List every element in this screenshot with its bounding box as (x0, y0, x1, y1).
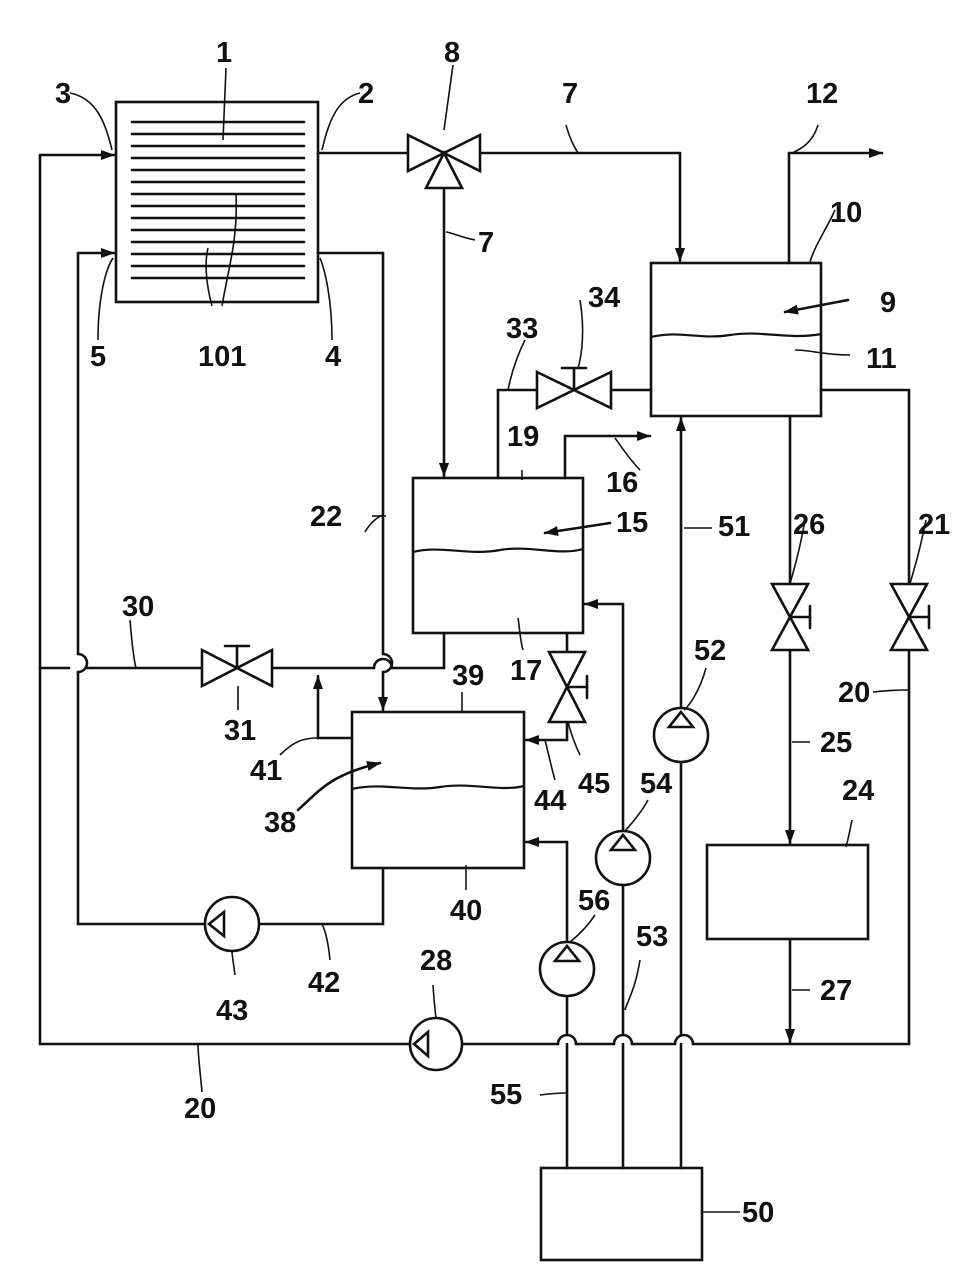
label-53: 53 (636, 921, 668, 953)
label-2: 2 (358, 78, 374, 110)
label-50: 50 (742, 1197, 774, 1229)
label-9: 9 (880, 287, 896, 319)
label-40: 40 (450, 895, 482, 927)
label-7-top: 7 (562, 78, 578, 110)
heat-exchanger (116, 102, 318, 302)
label-54: 54 (640, 768, 672, 800)
label-30: 30 (122, 591, 154, 623)
label-11: 11 (866, 343, 897, 375)
label-45: 45 (578, 768, 610, 800)
label-1: 1 (216, 37, 232, 69)
label-16: 16 (606, 467, 638, 499)
three-way-valve (408, 135, 480, 188)
label-22: 22 (310, 501, 342, 533)
label-34: 34 (588, 282, 620, 314)
label-42: 42 (308, 967, 340, 999)
label-21: 21 (918, 509, 950, 541)
tank-15 (413, 478, 583, 633)
label-56: 56 (578, 885, 610, 917)
valve-34 (537, 368, 611, 408)
label-24: 24 (842, 775, 874, 807)
label-41: 41 (250, 755, 282, 787)
label-8: 8 (444, 37, 460, 69)
label-12: 12 (806, 78, 838, 110)
label-28: 28 (420, 945, 452, 977)
label-4: 4 (325, 341, 341, 373)
label-44: 44 (534, 785, 566, 817)
label-43: 43 (216, 995, 248, 1027)
label-51: 51 (718, 511, 750, 543)
label-7-mid: 7 (478, 227, 494, 259)
valve-45 (549, 652, 587, 722)
valve-31 (202, 646, 272, 686)
unit-24 (707, 845, 868, 939)
label-19: 19 (507, 421, 539, 453)
pump-56 (540, 942, 594, 996)
valve-26 (772, 584, 810, 650)
supply-unit-50 (541, 1168, 702, 1260)
tank-9 (651, 263, 821, 416)
tank-38 (352, 712, 524, 868)
pump-43 (205, 897, 259, 951)
label-20-right: 20 (838, 677, 870, 709)
label-20-bottom: 20 (184, 1093, 216, 1125)
label-5: 5 (90, 341, 106, 373)
label-101: 101 (198, 341, 246, 373)
valve-21 (891, 584, 929, 650)
label-15: 15 (616, 507, 648, 539)
pump-52 (654, 708, 708, 762)
label-25: 25 (820, 727, 852, 759)
label-33: 33 (506, 313, 538, 345)
label-52: 52 (694, 635, 726, 667)
pump-28 (410, 1018, 462, 1070)
label-17: 17 (510, 655, 542, 687)
label-3: 3 (55, 78, 71, 110)
label-38: 38 (264, 807, 296, 839)
label-26: 26 (793, 509, 825, 541)
label-39: 39 (452, 660, 484, 692)
label-55: 55 (490, 1079, 522, 1111)
pump-54 (596, 831, 650, 885)
label-27: 27 (820, 975, 852, 1007)
label-10: 10 (830, 197, 862, 229)
label-31: 31 (224, 715, 256, 747)
